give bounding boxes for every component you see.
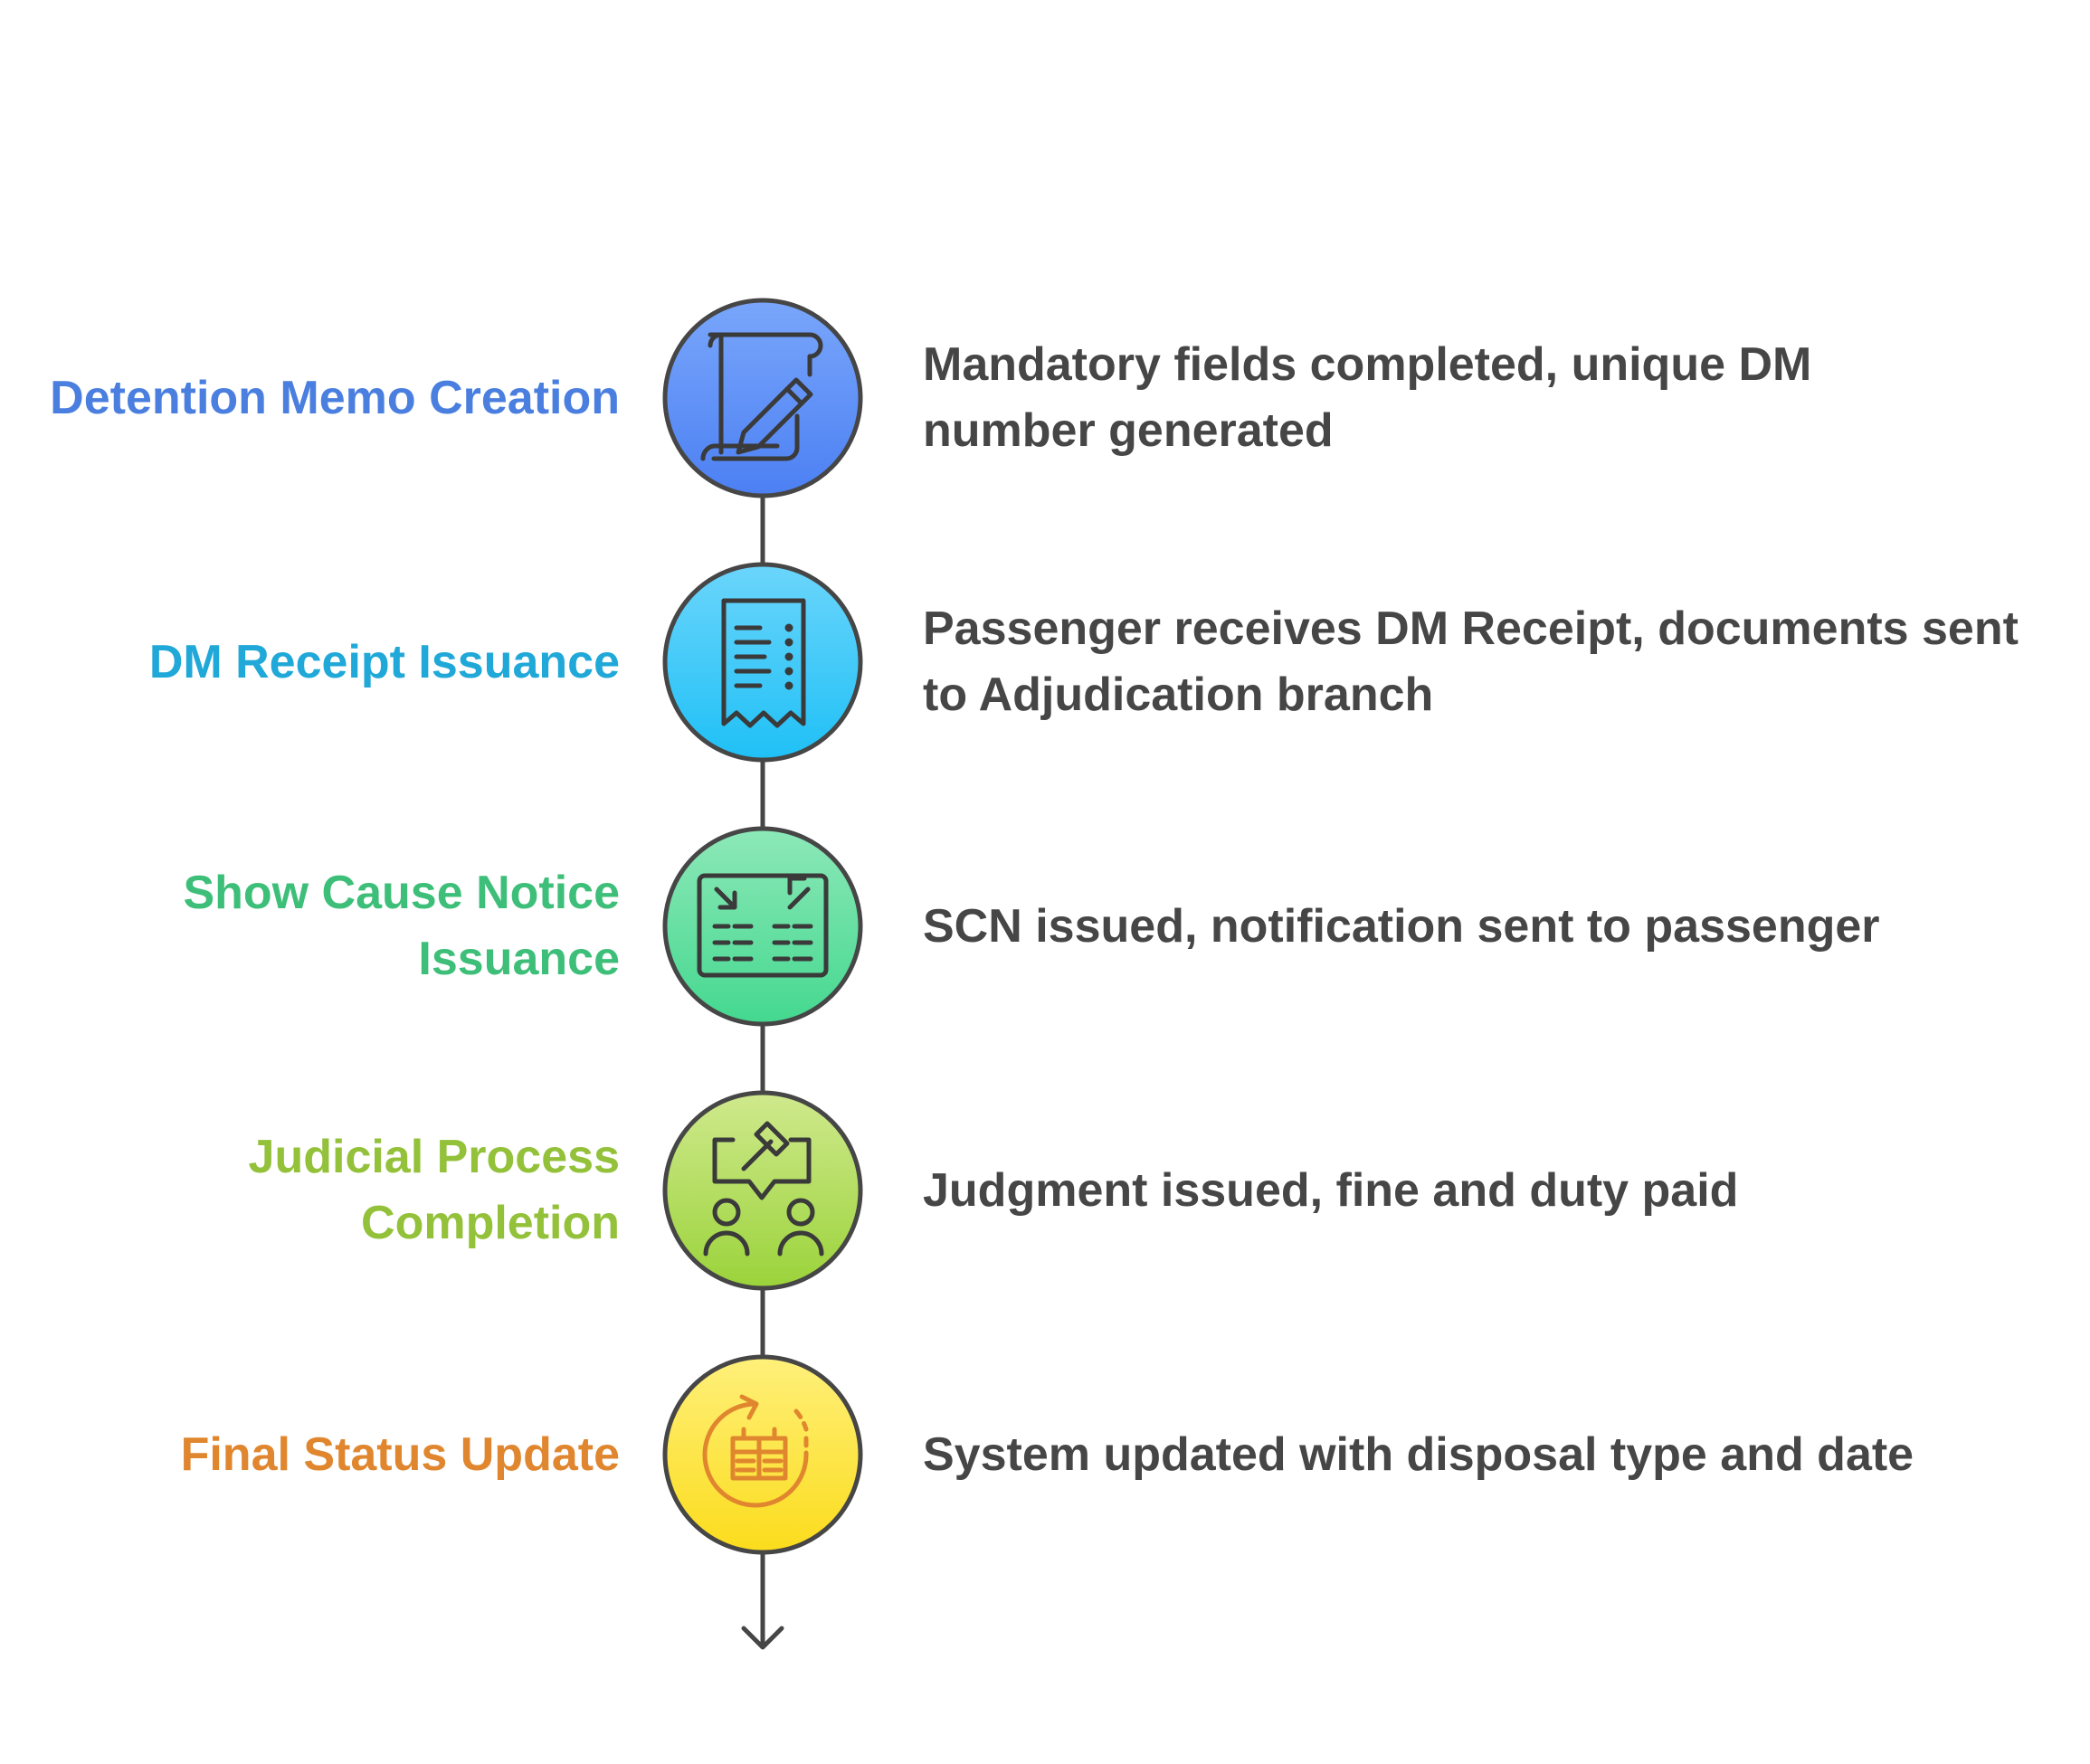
step-description-4: Judgment issued, fine and duty paid <box>923 1163 1739 1217</box>
step-label-3: Show Cause Notice Issuance <box>183 867 620 985</box>
timeline-arrow-head <box>741 1626 784 1650</box>
step-label-1: Detention Memo Creation <box>50 371 620 424</box>
step-label-2: DM Receipt Issuance <box>148 635 620 688</box>
step-node-4 <box>662 1090 863 1291</box>
gavel-people-icon <box>703 1121 824 1257</box>
step-label-4: Judicial Process Completion <box>248 1131 620 1249</box>
step-description-1: Mandatory fields completed, unique DM nu… <box>923 338 1812 457</box>
scroll-pen-icon <box>700 332 823 461</box>
step-label-5: Final Status Update <box>180 1427 620 1481</box>
step-description-3: SCN issued, notification sent to passeng… <box>923 899 1880 953</box>
step-node-1 <box>662 298 863 498</box>
step-node-5 <box>662 1354 863 1555</box>
notice-board-icon <box>697 873 829 978</box>
receipt-icon <box>721 598 806 728</box>
refresh-calendar-icon <box>702 1394 809 1508</box>
step-description-2: Passenger receives DM Receipt, documents… <box>923 602 2019 721</box>
step-description-5: System updated with disposal type and da… <box>923 1427 1914 1481</box>
step-node-3 <box>662 826 863 1027</box>
step-node-2 <box>662 562 863 763</box>
